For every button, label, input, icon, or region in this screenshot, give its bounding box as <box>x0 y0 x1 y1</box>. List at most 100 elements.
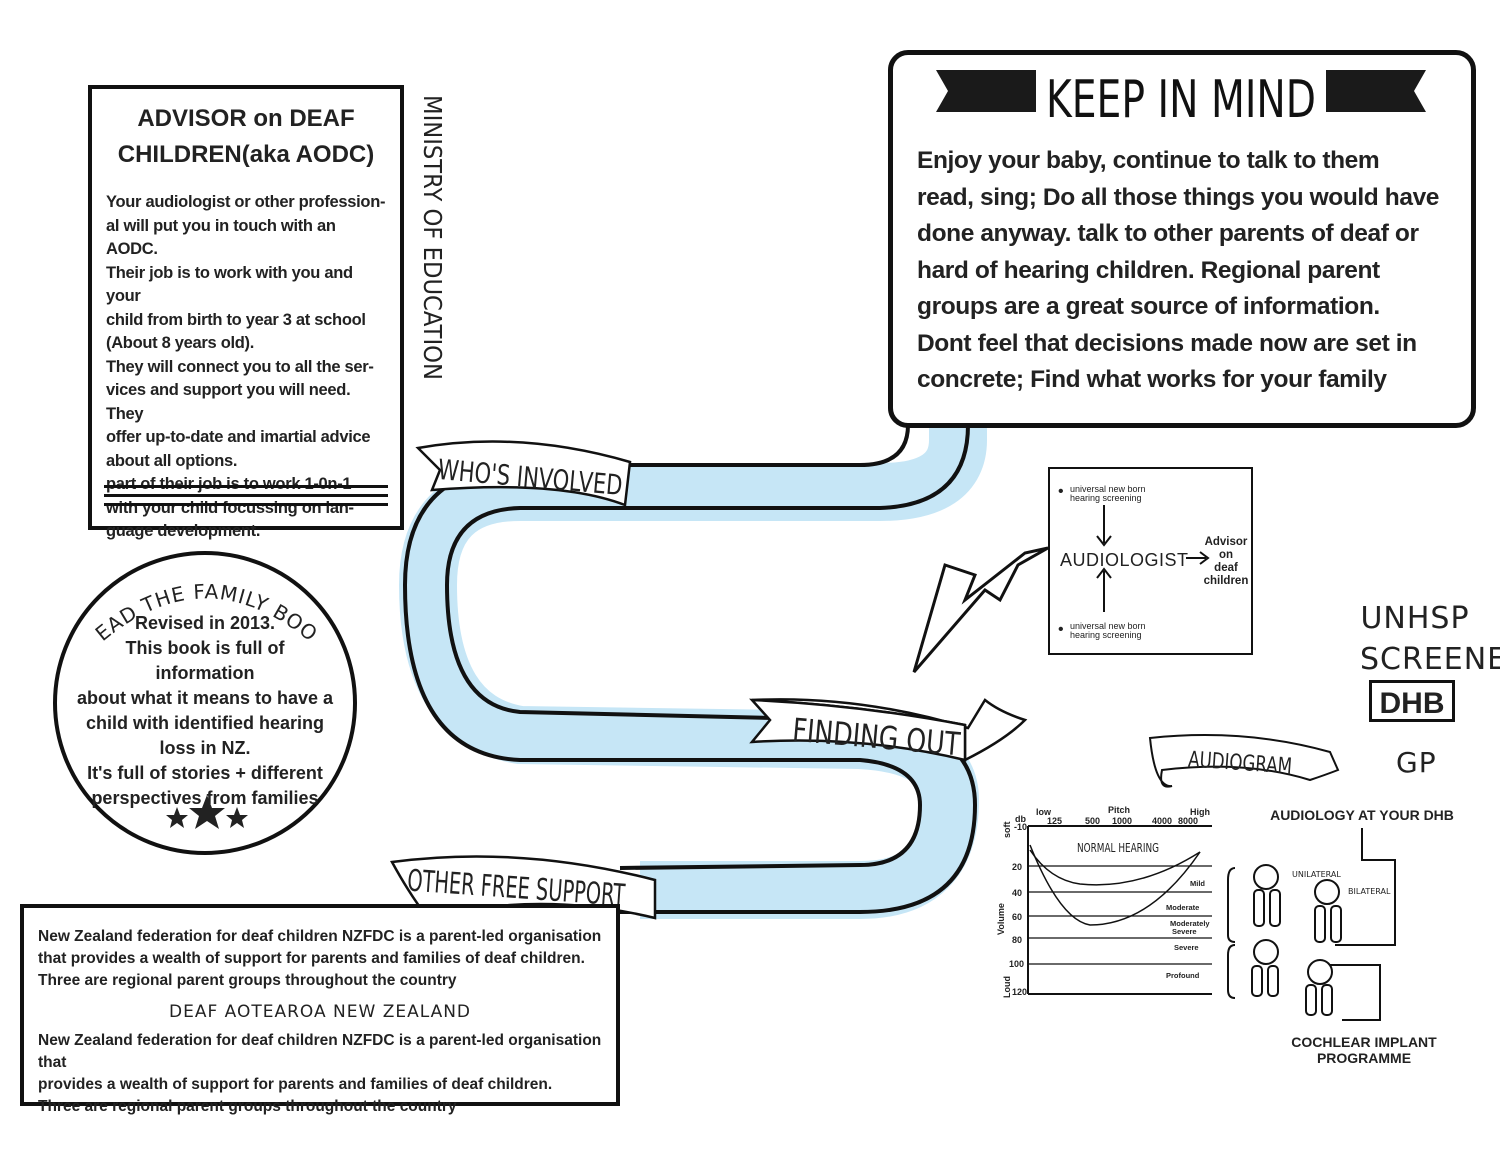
book-line: Revised in 2013. <box>134 613 276 633</box>
keep-title: KEEP IN MIND <box>1046 70 1316 130</box>
db-tick: 120 <box>1012 987 1027 997</box>
db-label: db <box>1015 814 1026 824</box>
freq-label: 125 <box>1047 816 1062 826</box>
db-tick: 40 <box>1012 888 1022 898</box>
family-book-arc: READ THE FAMILY BOOK <box>53 551 322 646</box>
flow-advisor-line: children <box>1203 575 1249 587</box>
support-para-2: New Zealand federation for deaf children… <box>38 1030 608 1118</box>
keep-line: Dont feel that decisions made now are se… <box>917 329 1417 357</box>
flow-bottom-item: universal new born hearing screening <box>1070 622 1146 640</box>
children-icons <box>1227 864 1342 1016</box>
ribbon-right <box>1326 70 1426 112</box>
keep-body: Enjoy your baby, continue to talk to the… <box>917 143 1467 399</box>
book-line: perspectives from families <box>91 788 319 808</box>
gp-label: GP <box>1396 746 1437 779</box>
family-book-circle: READ THE FAMILY BOOK Revised in 2013. Th… <box>53 551 357 855</box>
book-line: about what it means to have a <box>76 688 334 708</box>
road-fill <box>398 420 987 919</box>
aodc-line: offer up-to-date and imartial advice <box>106 428 371 446</box>
low-label: low <box>1036 807 1052 817</box>
db-tick: 80 <box>1012 935 1022 945</box>
dhb-label: DHB <box>1369 680 1455 722</box>
stars-icon <box>166 795 248 829</box>
support-card: New Zealand federation for deaf children… <box>20 904 620 1115</box>
aodc-line: vices and support you will need. They <box>106 381 351 423</box>
aodc-body: Your audiologist or other profession- al… <box>106 191 386 544</box>
aodc-title-line2: CHILDREN(aka AODC) <box>117 141 375 168</box>
keep-line: hard of hearing children. Regional paren… <box>917 256 1380 284</box>
audiologist-flow-box: • universal new born hearing screening A… <box>1048 467 1253 655</box>
aodc-line: part of their job is to work 1-0n-1 <box>106 475 352 493</box>
aodc-line: about all options. <box>106 451 238 470</box>
band-label: Moderately <box>1170 919 1210 928</box>
ministry-label: MINISTRY OF EDUCATION <box>418 95 447 380</box>
family-book-body: Revised in 2013. This book is full of in… <box>75 611 335 811</box>
high-label: High <box>1190 807 1210 817</box>
db-tick: 60 <box>1012 912 1022 922</box>
flow-advisor-line: Advisor <box>1204 536 1248 548</box>
db-tick: 20 <box>1012 862 1022 872</box>
keep-line: read, sing; Do all those things you woul… <box>917 183 1440 211</box>
support-line: New Zealand federation for deaf children… <box>38 1032 602 1071</box>
flow-advisor-line: deaf <box>1214 562 1238 574</box>
cochlear-line: PROGRAMME <box>1317 1050 1411 1066</box>
keep-in-mind-card: KEEP IN MIND Enjoy your baby, continue t… <box>888 50 1476 428</box>
keep-line: done anyway. talk to other parents of de… <box>917 220 1419 247</box>
aodc-card: ADVISOR on DEAF CHILDREN(aka AODC) Your … <box>88 85 404 540</box>
freq-label: 500 <box>1085 816 1100 826</box>
flow-top-line: universal new born <box>1070 484 1146 494</box>
road-edge-outer <box>444 424 978 914</box>
book-line: It's full of stories + different <box>87 763 323 783</box>
freq-label: 4000 <box>1152 816 1172 826</box>
band-label: Profound <box>1166 971 1200 980</box>
aodc-line: child from birth to year 3 at school <box>106 310 366 329</box>
soft-label: soft <box>1002 822 1012 839</box>
audiology-dhb-label: AUDIOLOGY AT YOUR DHB <box>1270 807 1454 823</box>
support-line: provides a wealth of support for parents… <box>38 1076 553 1093</box>
bullet-icon: • <box>1058 483 1064 500</box>
flow-bottom-line: universal new born <box>1070 621 1146 631</box>
support-line: Three are regional parent groups through… <box>38 1098 457 1115</box>
flow-audiologist: AUDIOLOGIST <box>1060 550 1189 570</box>
support-para-1: New Zealand federation for deaf children… <box>38 926 608 992</box>
pitch-label: Pitch <box>1108 805 1130 815</box>
keep-title-ribbon: KEEP IN MIND <box>936 70 1426 130</box>
flow-advisor-line: on <box>1218 549 1234 561</box>
support-line: Three are regional parent groups through… <box>38 972 457 989</box>
normal-curve <box>1029 849 1201 886</box>
aodc-title: ADVISOR on DEAF CHILDREN(aka AODC) <box>102 101 390 173</box>
book-line: child with identified hearing <box>85 713 324 733</box>
freq-label: 8000 <box>1178 816 1198 826</box>
book-line: This book is full of information <box>125 638 285 683</box>
book-line: loss in NZ. <box>159 738 251 758</box>
unhsp-line: UNHSP <box>1360 601 1470 636</box>
bilateral-label: BILATERAL <box>1348 887 1391 896</box>
db-tick: -10 <box>1014 822 1027 832</box>
aodc-line: Your audiologist or other profession- <box>106 193 386 211</box>
keep-line: concrete; Find what works for your famil… <box>917 366 1387 393</box>
volume-label: Volume <box>996 903 1006 935</box>
db-tick: 100 <box>1009 959 1024 969</box>
aodc-line: guage development. <box>106 522 261 540</box>
flow-top-item: universal new born hearing screening <box>1070 485 1146 503</box>
deaf-nz-heading: DEAF AOTEAROA NEW ZEALAND <box>168 1002 472 1022</box>
band-label: Severe <box>1172 927 1197 936</box>
aodc-title-line1: ADVISOR on DEAF <box>137 105 355 132</box>
support-line: that provides a wealth of support for pa… <box>38 950 585 967</box>
flow-bottom-line: hearing screening <box>1070 630 1142 640</box>
band-label: Moderate <box>1166 903 1199 912</box>
ministry-text: MINISTRY OF EDUCATION <box>418 95 447 380</box>
flow-arrows <box>1096 505 1210 612</box>
cochlear-line: COCHLEAR IMPLANT <box>1291 1034 1437 1050</box>
band-label: Severe <box>1174 943 1199 952</box>
flow-top-line: hearing screening <box>1070 493 1142 503</box>
freq-label: 1000 <box>1112 816 1132 826</box>
unilateral-label: UNILATERAL <box>1292 870 1341 879</box>
bullet-icon: • <box>1058 621 1064 638</box>
loss-curve <box>1029 844 1201 926</box>
normal-hearing-label: NORMAL HEARING <box>1077 841 1159 855</box>
aodc-line: al will put you in touch with an AODC. <box>106 216 336 259</box>
aodc-line: Their job is to work with you and your <box>106 263 353 306</box>
loud-label: Loud <box>1002 976 1012 998</box>
aodc-line: (About 8 years old). <box>106 334 255 352</box>
